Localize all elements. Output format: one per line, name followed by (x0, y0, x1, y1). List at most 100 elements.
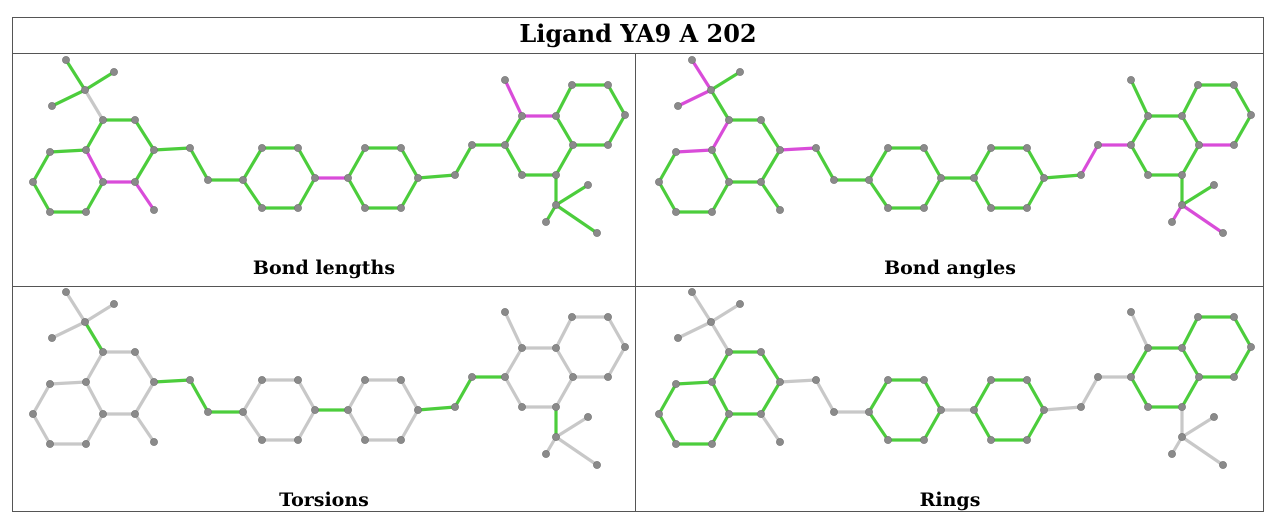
bond (50, 88, 87, 108)
atom (46, 208, 54, 216)
atom (29, 410, 37, 418)
atom (776, 146, 784, 154)
bond (503, 143, 524, 177)
bond (710, 380, 731, 416)
atom (46, 440, 54, 448)
atom (344, 406, 352, 414)
bond (84, 148, 105, 184)
atom (1178, 433, 1186, 441)
atom (1230, 81, 1238, 89)
atom (150, 146, 158, 154)
bond (296, 176, 317, 210)
atom (518, 344, 526, 352)
atom (568, 81, 576, 89)
bond (48, 148, 88, 154)
bond (922, 378, 943, 412)
atom (672, 440, 680, 448)
bond (1129, 375, 1150, 409)
bond (1232, 345, 1253, 379)
atom (1219, 461, 1227, 469)
bond (554, 143, 575, 177)
bond (814, 378, 836, 414)
bond (676, 320, 713, 340)
bond (709, 88, 731, 122)
bond (453, 143, 474, 177)
atom (757, 178, 765, 186)
bond (778, 378, 818, 384)
bond (399, 146, 420, 180)
atom (1194, 81, 1202, 89)
bond (1129, 310, 1150, 350)
atom (757, 348, 765, 356)
atom (707, 318, 715, 326)
atom (46, 148, 54, 156)
atom (1210, 181, 1218, 189)
atom (1178, 112, 1186, 120)
bond (1129, 114, 1150, 147)
caption-bond-angles: Bond angles (884, 257, 1016, 279)
bond (1042, 173, 1083, 180)
atom (674, 102, 682, 110)
atom (1144, 403, 1152, 411)
atom (987, 436, 995, 444)
atom (552, 201, 560, 209)
atom (569, 373, 577, 381)
atom (776, 378, 784, 386)
atom (920, 204, 928, 212)
atom (99, 178, 107, 186)
atom (970, 406, 978, 414)
panel-bond-lengths (29, 56, 629, 237)
atom (1247, 111, 1255, 119)
atom (1023, 144, 1031, 152)
atom (708, 378, 716, 386)
atom (62, 56, 70, 64)
atom (1168, 450, 1176, 458)
atom (604, 313, 612, 321)
atom (258, 204, 266, 212)
atom (708, 146, 716, 154)
bond (759, 118, 782, 152)
atom (82, 378, 90, 386)
atom (674, 334, 682, 342)
bond (1180, 143, 1201, 177)
bond (972, 176, 993, 210)
bond (416, 405, 457, 412)
atom (99, 348, 107, 356)
atom (708, 208, 716, 216)
bond (709, 70, 742, 92)
bond (31, 412, 52, 446)
bond (709, 302, 742, 324)
bond (241, 378, 264, 414)
atom (239, 176, 247, 184)
bond (241, 146, 264, 182)
atom (1195, 373, 1203, 381)
bond (1180, 183, 1216, 207)
bond (503, 78, 524, 118)
atom (397, 376, 405, 384)
atom (568, 313, 576, 321)
bond (554, 315, 574, 350)
bond (84, 180, 105, 214)
bond (296, 146, 317, 180)
bond (50, 320, 87, 340)
atom (110, 68, 118, 76)
atom (468, 141, 476, 149)
atom (451, 403, 459, 411)
bond (657, 382, 678, 416)
atom (361, 144, 369, 152)
atom (186, 376, 194, 384)
atom (1094, 141, 1102, 149)
bond (759, 350, 782, 384)
atom (1040, 174, 1048, 182)
atom (708, 440, 716, 448)
atom (987, 376, 995, 384)
bond (710, 412, 731, 446)
atom (451, 171, 459, 179)
bond (972, 378, 993, 412)
bond (657, 180, 678, 214)
atom (987, 204, 995, 212)
bond (710, 180, 731, 214)
bond (296, 408, 317, 442)
atom (150, 378, 158, 386)
